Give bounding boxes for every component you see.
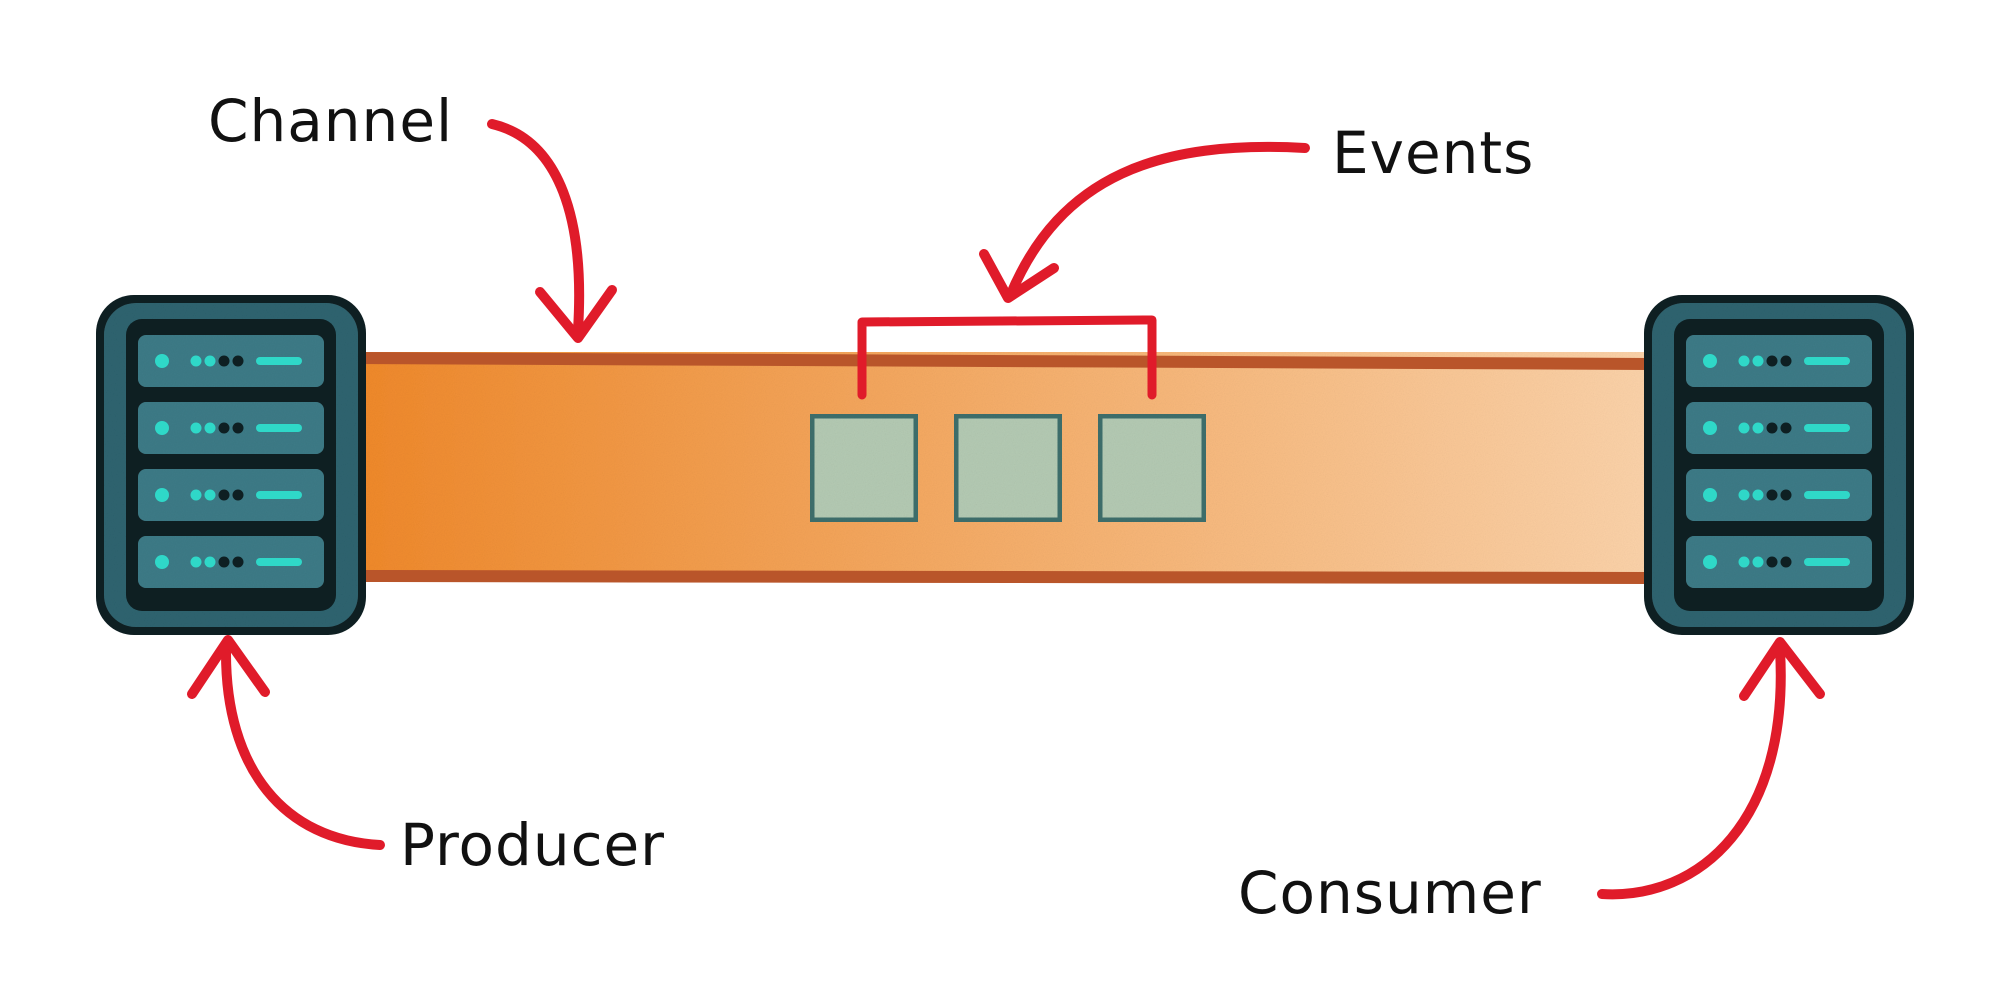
indicator-dot — [1738, 422, 1750, 434]
indicator-dot — [204, 556, 216, 568]
channel-arrow — [487, 119, 617, 343]
events-bracket — [857, 315, 1157, 400]
producer-arrow — [187, 635, 385, 850]
activity-bar — [1804, 357, 1850, 365]
event-box — [949, 409, 1067, 527]
indicator-dot — [1780, 422, 1792, 434]
activity-bar — [1804, 491, 1850, 499]
rack-unit — [138, 469, 324, 521]
indicator-dot — [1780, 489, 1792, 501]
event-box — [805, 409, 923, 527]
channel-pipe — [344, 352, 1656, 584]
indicator-dot — [190, 556, 202, 568]
indicator-dot — [232, 422, 244, 434]
activity-bar — [1804, 424, 1850, 432]
producer-server-icon — [96, 295, 366, 635]
status-led — [155, 354, 169, 368]
indicator-dot — [1780, 556, 1792, 568]
rack-unit — [138, 335, 324, 387]
event-box — [1093, 409, 1211, 527]
consumer-label: Consumer — [1238, 859, 1542, 927]
indicator-dot — [218, 355, 230, 367]
channel-top-edge — [344, 352, 1656, 370]
activity-bar — [256, 491, 302, 499]
indicator-dot — [204, 355, 216, 367]
status-led — [1703, 488, 1717, 502]
event-group — [805, 409, 1211, 527]
indicator-dot — [218, 556, 230, 568]
activity-bar — [1804, 558, 1850, 566]
channel-label: Channel — [208, 87, 454, 155]
indicator-dot — [1766, 422, 1778, 434]
indicator-dot — [1752, 355, 1764, 367]
events-arrow — [979, 141, 1310, 303]
status-led — [155, 488, 169, 502]
indicator-dot — [232, 556, 244, 568]
rack-unit — [1686, 402, 1872, 454]
rack-unit — [1686, 536, 1872, 588]
indicator-dot — [1752, 489, 1764, 501]
indicator-dot — [218, 422, 230, 434]
indicator-dot — [1766, 489, 1778, 501]
channel-bottom-edge — [344, 570, 1656, 584]
status-led — [155, 421, 169, 435]
indicator-dot — [190, 422, 202, 434]
status-led — [1703, 354, 1717, 368]
indicator-dot — [1752, 556, 1764, 568]
activity-bar — [256, 424, 302, 432]
indicator-dot — [1766, 556, 1778, 568]
events-label: Events — [1332, 119, 1535, 187]
activity-bar — [256, 357, 302, 365]
activity-bar — [256, 558, 302, 566]
rack-unit — [138, 402, 324, 454]
rack-unit — [138, 536, 324, 588]
indicator-dot — [1738, 489, 1750, 501]
status-led — [155, 555, 169, 569]
status-led — [1703, 421, 1717, 435]
indicator-dot — [1752, 422, 1764, 434]
indicator-dot — [232, 355, 244, 367]
indicator-dot — [204, 489, 216, 501]
consumer-arrow — [1597, 637, 1825, 900]
rack-unit — [1686, 335, 1872, 387]
indicator-dot — [204, 422, 216, 434]
indicator-dot — [218, 489, 230, 501]
indicator-dot — [1780, 355, 1792, 367]
indicator-dot — [1738, 556, 1750, 568]
indicator-dot — [1738, 355, 1750, 367]
producer-label: Producer — [400, 811, 666, 879]
indicator-dot — [1766, 355, 1778, 367]
status-led — [1703, 555, 1717, 569]
indicator-dot — [190, 355, 202, 367]
indicator-dot — [190, 489, 202, 501]
rack-unit — [1686, 469, 1872, 521]
consumer-server-icon — [1644, 295, 1914, 635]
indicator-dot — [232, 489, 244, 501]
